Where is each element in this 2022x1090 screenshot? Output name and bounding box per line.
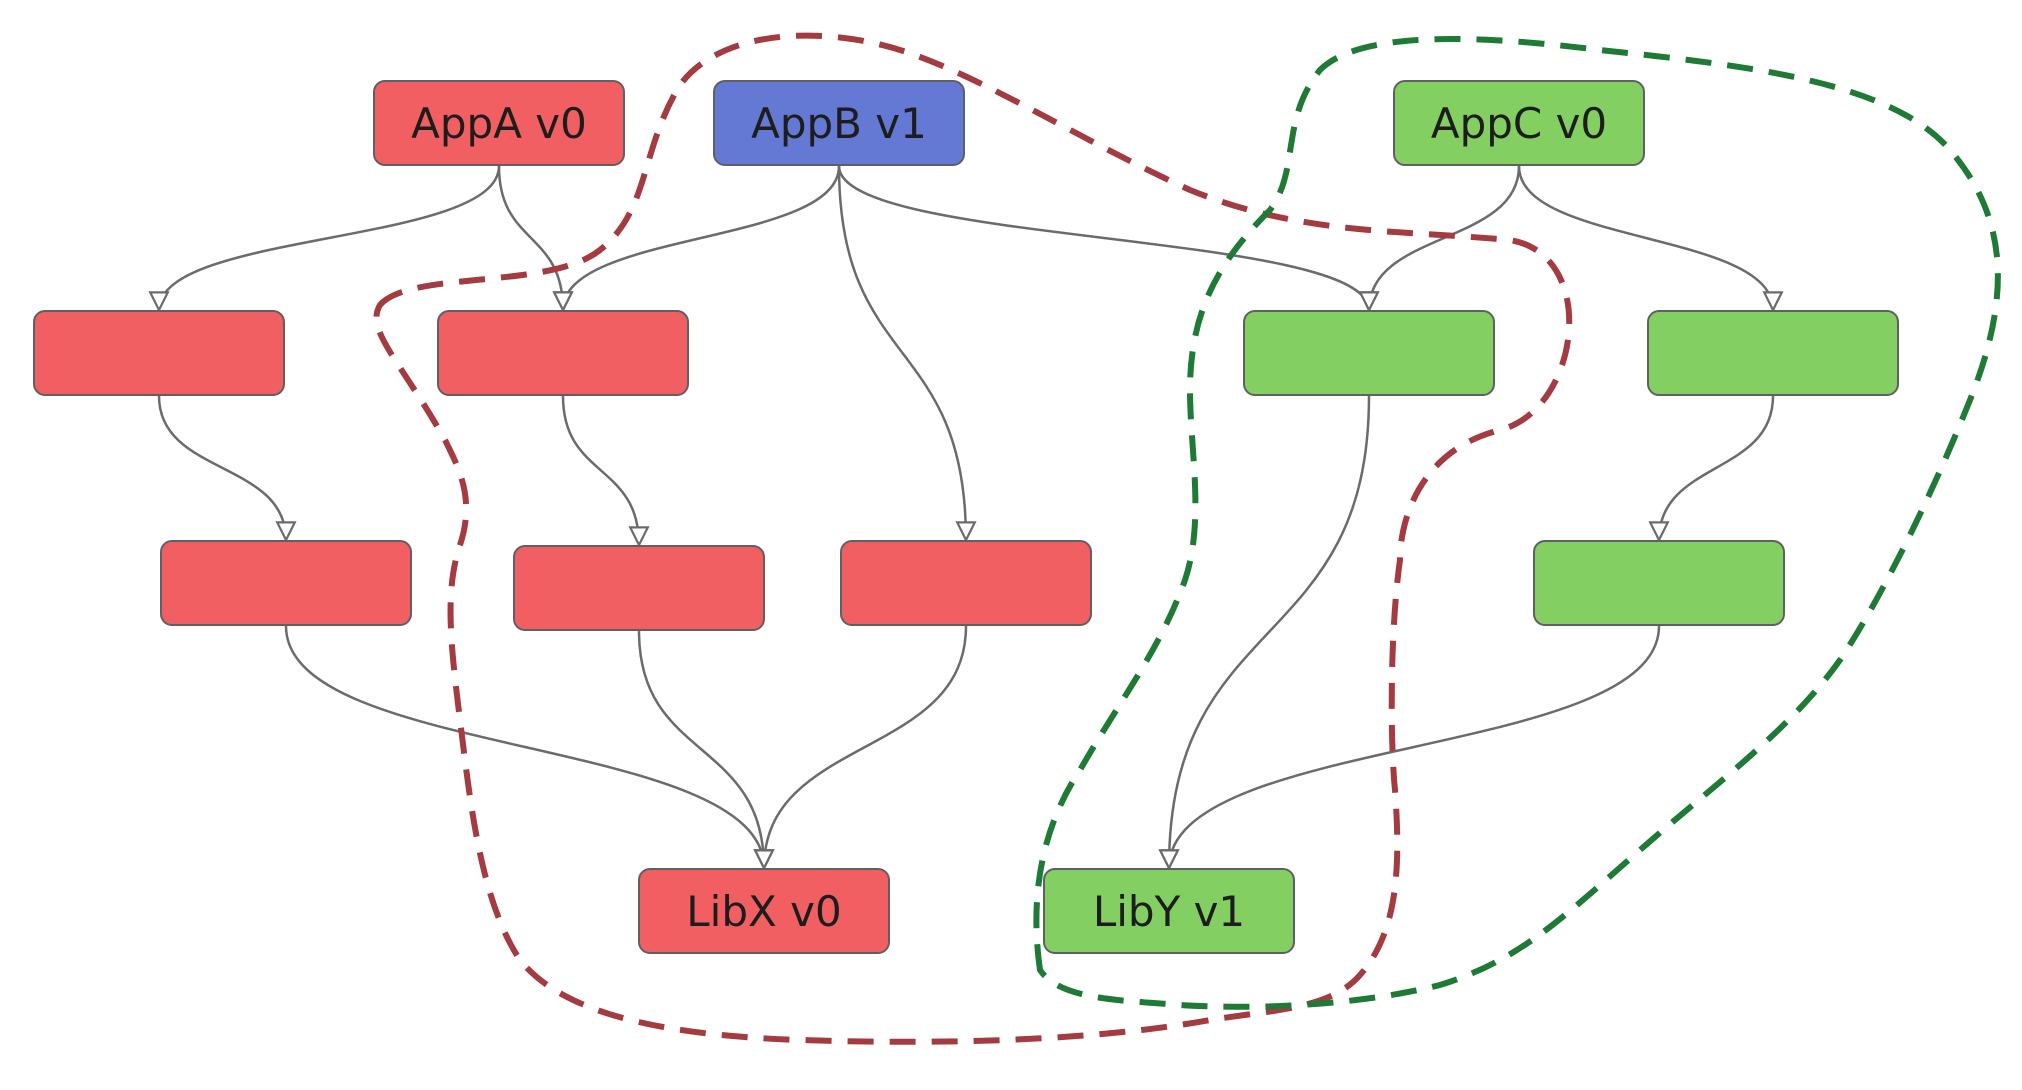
appB-node[interactable]: AppB v1 bbox=[713, 80, 965, 166]
appA-label: AppA v0 bbox=[411, 98, 587, 148]
appC-node[interactable]: AppC v0 bbox=[1393, 80, 1645, 166]
appB-label: AppB v1 bbox=[751, 98, 927, 148]
edge-g1-to-libY bbox=[1169, 395, 1371, 868]
edge-group bbox=[157, 165, 1775, 868]
edge-r3-to-libX bbox=[284, 625, 764, 868]
green-intermediate-node-1[interactable] bbox=[1243, 310, 1495, 396]
appC-label: AppC v0 bbox=[1430, 98, 1608, 148]
libY-label: LibY v1 bbox=[1092, 886, 1246, 936]
edge-appA-to-r1 bbox=[159, 165, 501, 310]
red-intermediate-node-1[interactable] bbox=[33, 310, 285, 396]
libX-node[interactable]: LibX v0 bbox=[638, 868, 890, 954]
appA-node[interactable]: AppA v0 bbox=[373, 80, 625, 166]
edge-r5-to-libX bbox=[764, 625, 968, 868]
red-intermediate-node-3[interactable] bbox=[160, 540, 412, 626]
green-intermediate-node-3[interactable] bbox=[1533, 540, 1785, 626]
red-intermediate-node-5[interactable] bbox=[840, 540, 1092, 626]
edge-g2-to-g3 bbox=[1659, 395, 1775, 540]
libX-label: LibX v0 bbox=[686, 886, 842, 936]
red-intermediate-node-2[interactable] bbox=[437, 310, 689, 396]
green-boundary-outline bbox=[1033, 35, 2001, 1010]
edge-appB-to-r5 bbox=[837, 165, 966, 540]
edge-appB-to-g1 bbox=[837, 165, 1369, 310]
edge-r1-to-r3 bbox=[157, 395, 286, 540]
red-boundary-outline bbox=[373, 32, 1573, 1045]
libY-node[interactable]: LibY v1 bbox=[1043, 868, 1295, 954]
red-intermediate-node-4[interactable] bbox=[513, 545, 765, 631]
edge-g3-to-libY bbox=[1169, 625, 1661, 868]
edge-r2-to-r4 bbox=[561, 395, 639, 545]
edge-appA-to-r2 bbox=[497, 165, 563, 310]
edge-appB-to-r2 bbox=[563, 165, 841, 310]
edge-r4-to-libX bbox=[637, 630, 764, 868]
green-intermediate-node-2[interactable] bbox=[1647, 310, 1899, 396]
edge-appC-to-g2 bbox=[1517, 165, 1773, 310]
